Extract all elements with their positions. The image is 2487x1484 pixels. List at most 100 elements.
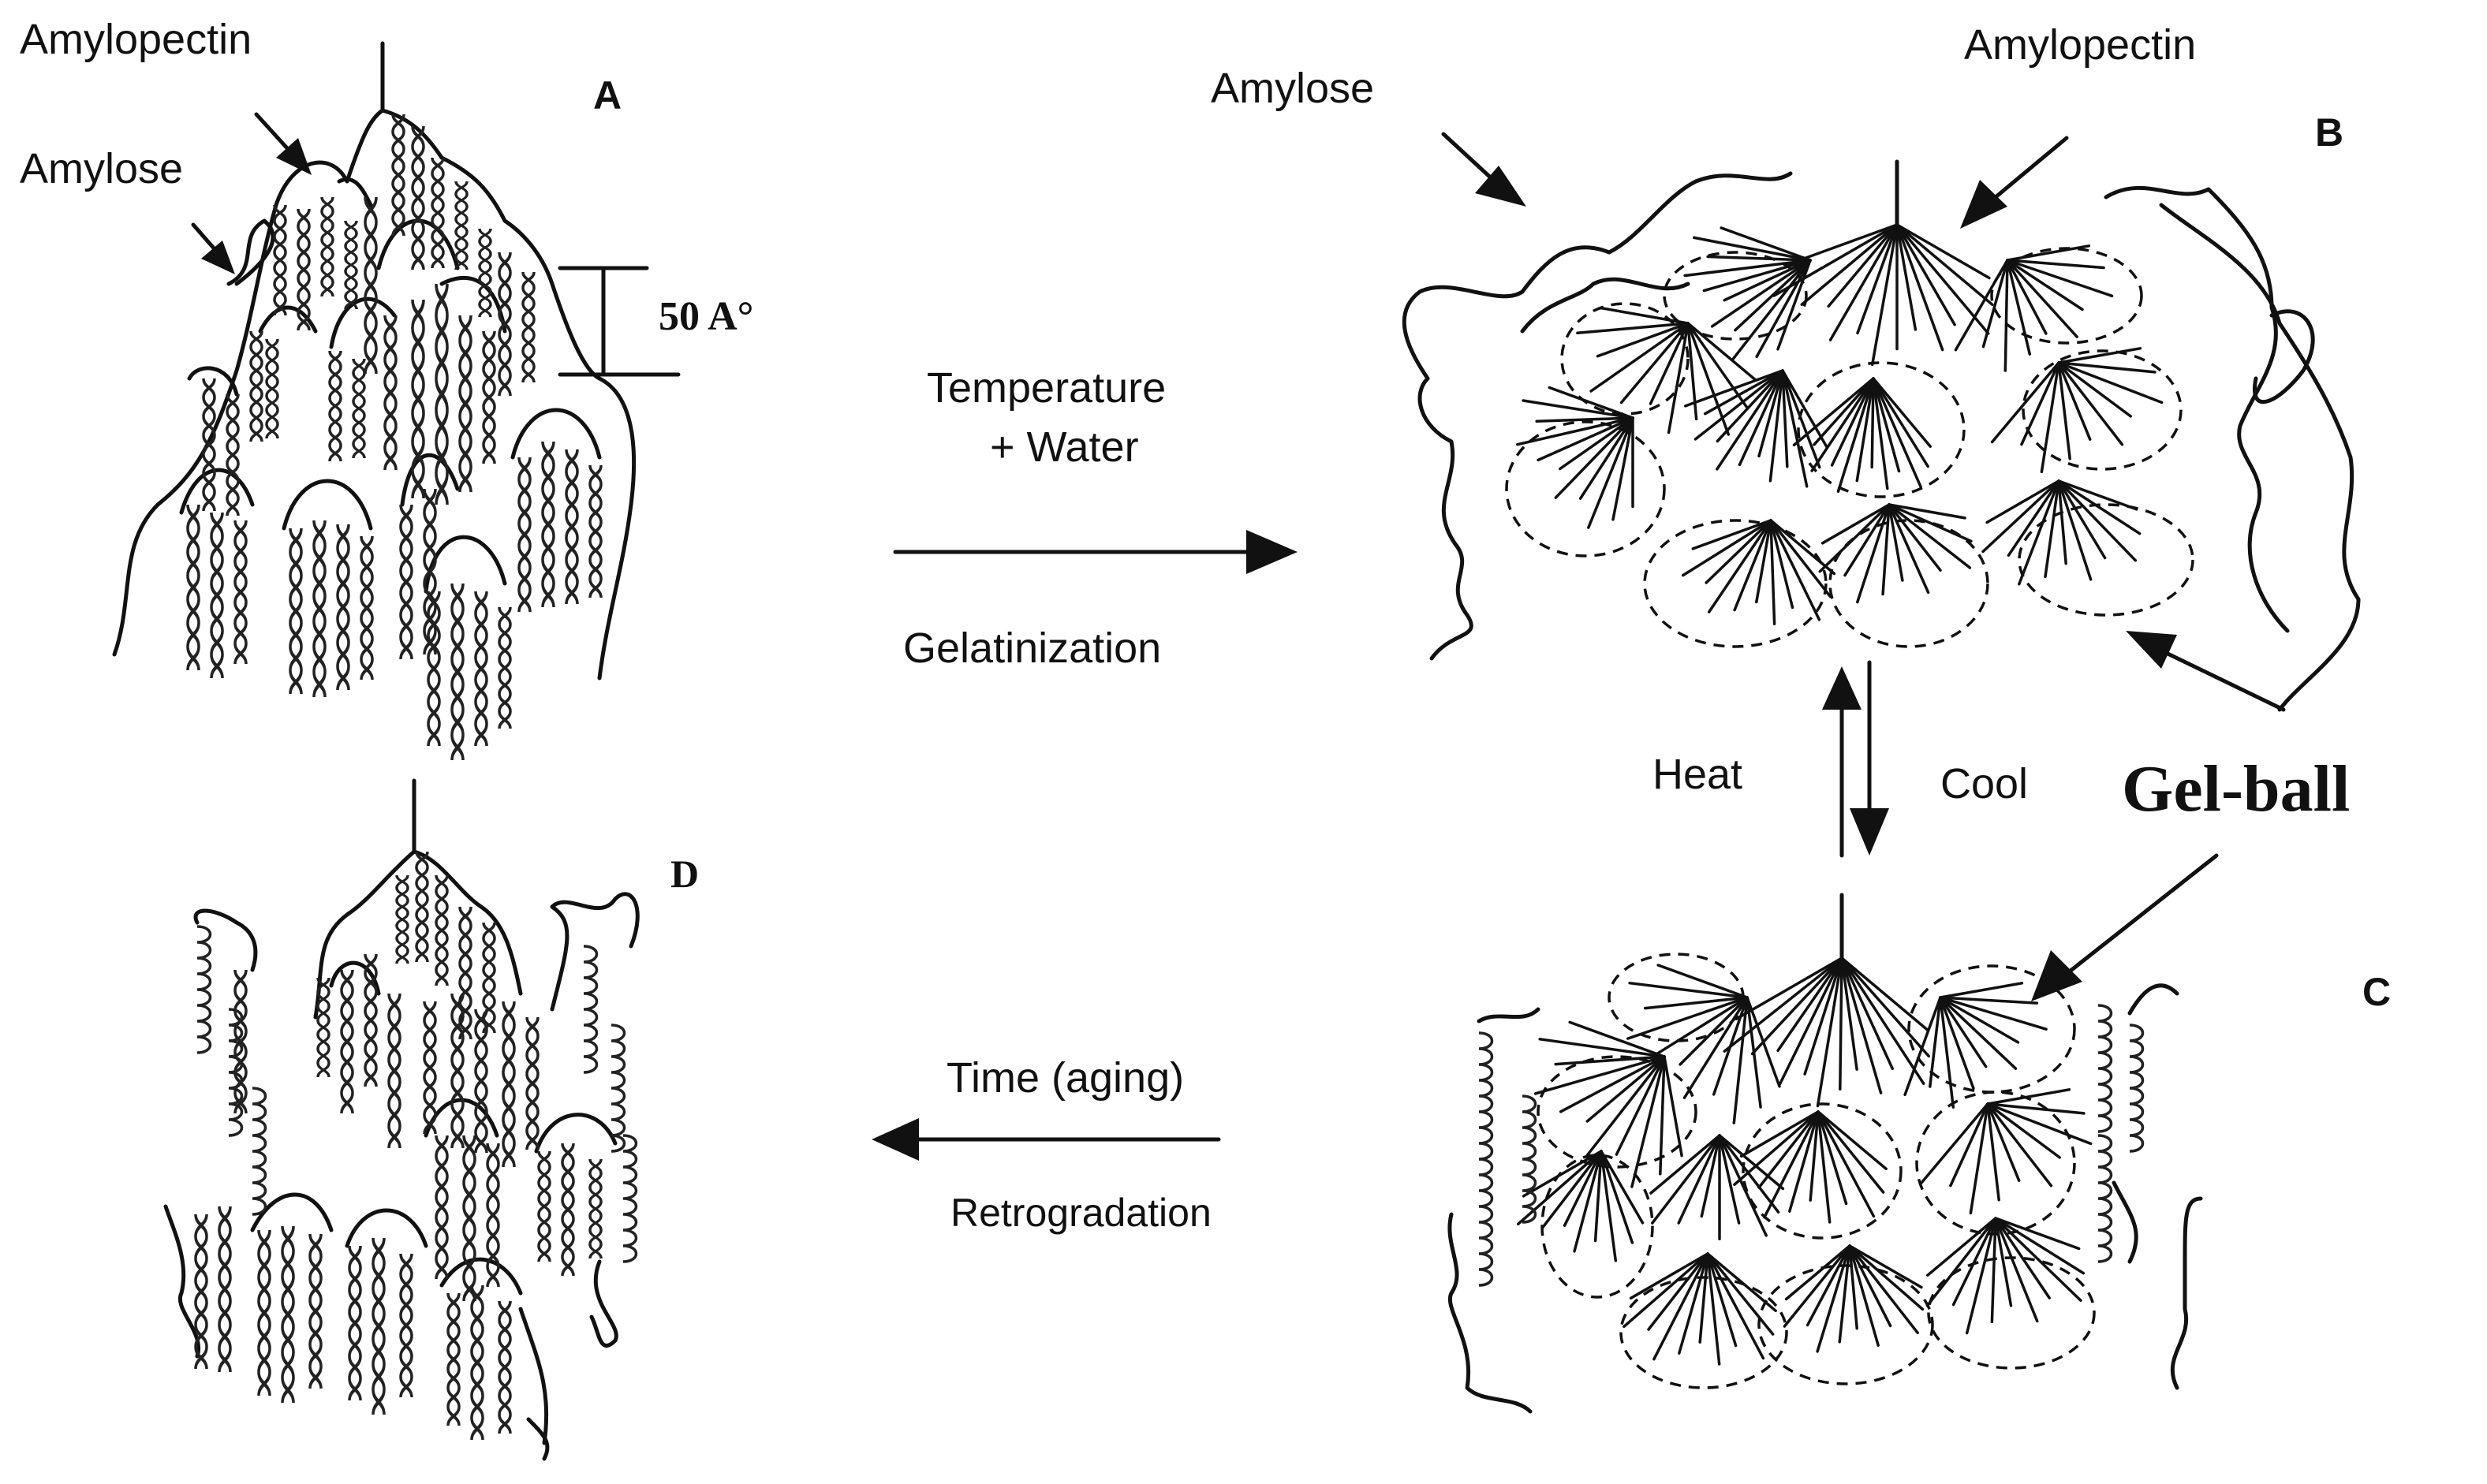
amylopectin-double-helix (226, 393, 240, 517)
retrograded-double-helix (349, 1246, 360, 1400)
amylopectin-double-helix (431, 156, 445, 270)
retrograded-double-helix (259, 1230, 270, 1396)
retrograded-double-helix (464, 1135, 475, 1301)
retrograded-double-helix (395, 874, 409, 965)
amylopectin-branch-fan (1683, 226, 1812, 361)
amylopectin-branch-fan (1792, 377, 1932, 493)
amylopectin-branch-fan (1576, 306, 1757, 436)
amylopectin-double-helix (498, 606, 512, 730)
panel-d-retrograded (163, 778, 640, 1461)
amylopectin-double-helix (413, 126, 424, 270)
panel-b-letter: B (2315, 110, 2343, 155)
amylopectin-double-helix (590, 465, 601, 598)
panel-a-letter: A (593, 73, 622, 117)
amylopectin-double-helix (361, 536, 372, 680)
amylopectin-double-helix (188, 505, 199, 670)
retrograded-double-helix (503, 1001, 514, 1167)
amylopectin-double-helix (265, 337, 279, 440)
amylopectin-arrow-a (254, 112, 312, 175)
amylopectin-branch-fan (1818, 503, 1973, 604)
amylopectin-double-helix (344, 219, 358, 311)
amylopectin-double-helix (273, 203, 287, 317)
amylopectin-double-helix (391, 113, 405, 237)
time-aging-label: Time (aging) (947, 1054, 1184, 1102)
retrograded-double-helix (282, 1226, 293, 1403)
panel-a-amylose-label: Amylose (20, 145, 183, 192)
amylopectin-branch-fan (1919, 1088, 2093, 1215)
cool-label: Cool (1940, 760, 2028, 807)
amylopectin-double-helix (401, 505, 412, 659)
panel-c-cooled-gel (1447, 893, 2203, 1414)
amylopectin-branch-fan (1683, 369, 1829, 488)
retrograded-double-helix (435, 874, 449, 987)
water-label: + Water (990, 423, 1139, 471)
amylopectin-double-helix (235, 520, 246, 664)
amylopectin-branch-fan (1783, 1244, 1925, 1353)
retrograded-double-helix (389, 994, 400, 1148)
amylopectin-branch-fan (1516, 1150, 1645, 1262)
retrograded-double-helix (527, 1017, 538, 1150)
panel-a-granule (112, 41, 637, 760)
scale-bar (558, 266, 681, 377)
amylopectin-double-helix (211, 513, 222, 678)
retrograded-double-helix (415, 850, 429, 964)
panel-b-amylopectin-label: Amylopectin (1964, 21, 2196, 69)
gel-ball-label: Gel-ball (2122, 752, 2350, 826)
scale-label: 50 A° (659, 294, 753, 339)
amylopectin-branch-fan (1772, 223, 1994, 367)
amylopectin-branch-fan (1681, 519, 1836, 625)
retrograded-double-helix (562, 1143, 573, 1276)
amylopectin-double-helix (436, 284, 447, 505)
amylopectin-double-helix (484, 331, 495, 464)
amylopectin-double-helix (352, 357, 366, 460)
amylopectin-branch-fan (1626, 964, 1781, 1124)
amylopectin-arrow-b (1960, 136, 2069, 229)
retrogradation-label: Retrogradation (950, 1191, 1212, 1235)
amylose-arrow-b (1441, 132, 1526, 207)
retrograded-double-helix (424, 1001, 435, 1134)
retrograded-double-helix (448, 1293, 459, 1426)
amylopectin-double-helix (566, 449, 577, 604)
retrograded-double-helix (219, 1206, 230, 1372)
panel-d-letter: D (670, 852, 699, 896)
amylopectin-double-helix (320, 196, 334, 298)
amylopectin-double-helix (519, 457, 530, 612)
panel-b-amylose-label: Amylose (1211, 65, 1374, 112)
gelatinization-arrow (893, 530, 1298, 574)
amylopectin-double-helix (478, 227, 492, 319)
panel-b-gelatinized (1402, 159, 2361, 712)
temperature-label: Temperature (927, 364, 1166, 412)
heat-arrow (1822, 666, 1862, 858)
gel-ball-arrow-c (2031, 853, 2219, 1001)
amylopectin-branch-fan (1723, 956, 1930, 1108)
cool-arrow (1850, 660, 1889, 856)
amylopectin-double-helix (454, 180, 469, 271)
amylopectin-double-helix (476, 591, 487, 746)
amylopectin-double-helix (499, 252, 510, 396)
retrograded-double-helix (499, 1301, 510, 1434)
panel-c-letter: C (2362, 970, 2391, 1014)
retrograded-double-helix (537, 1150, 551, 1263)
retrograded-double-helix (342, 970, 353, 1113)
gelatinization-label: Gelatinization (903, 625, 1161, 672)
amylopectin-branch-fan (1981, 479, 2142, 586)
amylopectin-double-helix (452, 584, 463, 760)
amylopectin-double-helix (365, 197, 376, 374)
retrograded-double-helix (588, 1158, 603, 1260)
heat-label: Heat (1652, 751, 1742, 798)
amylopectin-double-helix (521, 270, 536, 384)
amylopectin-double-helix (385, 315, 396, 470)
amylopectin-double-helix (290, 528, 301, 694)
panel-a-amylopectin-label: Amylopectin (20, 16, 252, 63)
amylopectin-branch-fan (1990, 347, 2164, 474)
amylopectin-double-helix (543, 442, 554, 607)
retrograded-double-helix (436, 1135, 447, 1279)
amylopectin-branch-fan (1903, 982, 2048, 1109)
amylose-arrow-a (191, 222, 235, 274)
amylopectin-branch-fan (1533, 1020, 1683, 1188)
gel-ball-arrow-b (2126, 631, 2286, 712)
retrograded-double-helix (401, 1254, 412, 1397)
amylopectin-branch-fan (1623, 1252, 1777, 1366)
amylopectin-branch-fan (1954, 244, 2114, 372)
